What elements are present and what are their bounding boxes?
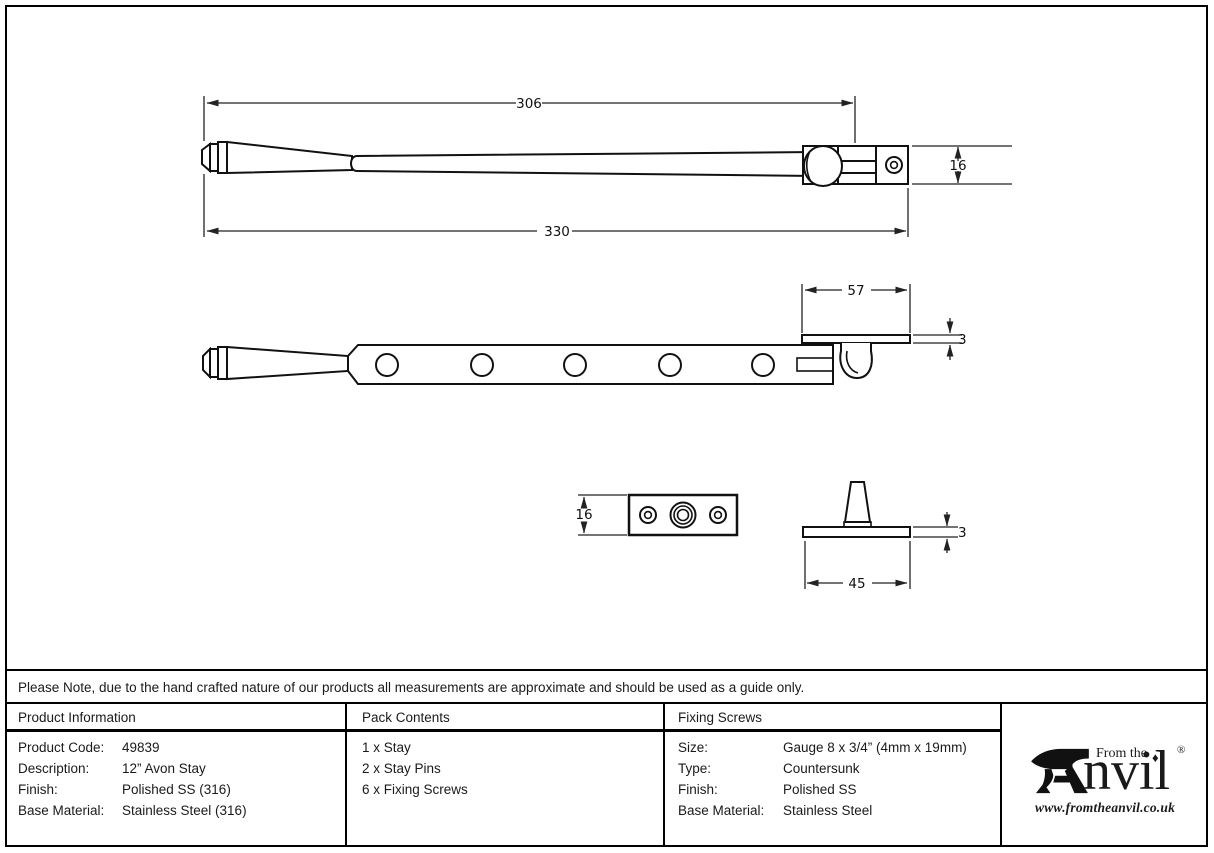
pin-cone (843, 481, 872, 523)
stay-hole (563, 353, 587, 377)
product-info-header: Product Information (18, 710, 136, 725)
column-divider (663, 704, 665, 845)
dimension-330: 330 (544, 224, 570, 240)
stay-hole (658, 353, 682, 377)
stay-arm (350, 150, 816, 178)
anvil-icon (1031, 748, 1089, 794)
spec-label: Finish: (18, 782, 58, 797)
registered-trademark: ® (1177, 744, 1186, 756)
keep-plate-dimension-lines (578, 494, 627, 536)
stay-pin-view (802, 481, 911, 538)
divider-line (7, 702, 1207, 704)
pack-contents-header: Pack Contents (362, 710, 450, 725)
logo-i-dot-diamond: ♦ (1152, 750, 1159, 765)
spec-label: Type: (678, 761, 712, 776)
spec-value: 12” Avon Stay (122, 761, 206, 776)
stay-pin-dimension-lines (804, 512, 958, 589)
mount-plate (801, 334, 911, 344)
stay-hole (751, 353, 775, 377)
spec-label: Product Code: (18, 740, 105, 755)
pivot-spoon (803, 145, 843, 187)
header-underline (7, 729, 1000, 732)
dimension-45: 45 (848, 576, 865, 592)
dimension-306: 306 (516, 96, 542, 112)
pack-item: 6 x Fixing Screws (362, 782, 468, 797)
spec-label: Description: (18, 761, 90, 776)
screw-hole (885, 156, 903, 174)
fixing-screws-header: Fixing Screws (678, 710, 763, 725)
logo-brand-text: nvil (1083, 740, 1171, 802)
center-hole (669, 501, 697, 529)
handle-taper (226, 140, 353, 175)
stay-top-view (202, 334, 911, 385)
dimension-16-bracket: 16 (949, 158, 966, 174)
logo-website: www.fromtheanvil.co.uk (1035, 800, 1176, 815)
spec-label: Base Material: (678, 803, 765, 818)
stay-bar (347, 344, 834, 385)
column-divider (1000, 704, 1002, 845)
technical-drawing: 306 330 16 (201, 96, 1012, 592)
spec-label: Base Material: (18, 803, 105, 818)
keep-plate (627, 493, 739, 537)
dimension-16-keep: 16 (575, 507, 592, 523)
pack-item: 1 x Stay (362, 740, 411, 755)
pin-base-plate (802, 526, 911, 538)
spec-value: 49839 (122, 740, 160, 755)
brand-logo: From the ♦ nvil ® www.fromtheanvil.co.uk (1030, 743, 1196, 821)
dimension-3-pin: 3 (958, 525, 967, 541)
column-divider (345, 704, 347, 845)
spec-value: Stainless Steel (316) (122, 803, 247, 818)
stay-side-view (201, 140, 909, 187)
logo-tagline: From the (1096, 746, 1147, 761)
divider-line (7, 669, 1207, 671)
keep-plate-view (627, 493, 739, 537)
stay-hole (470, 353, 494, 377)
spec-value: Countersunk (783, 761, 860, 776)
pack-item: 2 x Stay Pins (362, 761, 441, 776)
spec-value: Polished SS (783, 782, 857, 797)
end-slot (796, 357, 834, 372)
handle-tip (201, 142, 211, 174)
dimension-57: 57 (847, 283, 864, 299)
spec-label: Size: (678, 740, 709, 755)
stay-hole (375, 353, 399, 377)
spec-value: Polished SS (316) (122, 782, 231, 797)
spec-value: Stainless Steel (783, 803, 873, 818)
note-text: Please Note, due to the hand crafted nat… (18, 680, 805, 695)
dimension-3-plate: 3 (958, 332, 967, 348)
spec-label: Finish: (678, 782, 718, 797)
top-view-dimension-lines (801, 284, 962, 360)
spoon-hook (839, 343, 873, 380)
spec-value: Gauge 8 x 3/4” (4mm x 19mm) (783, 740, 967, 755)
page-border (5, 5, 1208, 847)
side-view-dimension-lines (203, 96, 1012, 237)
